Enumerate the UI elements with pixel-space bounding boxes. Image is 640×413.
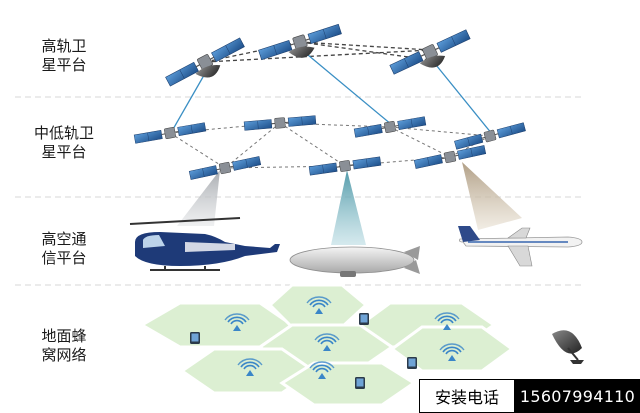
geo-satellite-icon	[165, 37, 245, 87]
airship-icon	[289, 246, 420, 277]
phone-icon	[190, 332, 200, 344]
leo-satellite-icon	[243, 115, 317, 131]
contact-phone: 15607994110	[515, 379, 640, 413]
layer-label-leo: 中低轨卫星平台	[33, 124, 94, 161]
leo-satellite-icon	[353, 116, 427, 138]
contact-label: 安装电话	[419, 379, 515, 413]
layer-label-geo: 高轨卫星平台	[41, 37, 87, 74]
coverage-beams	[177, 162, 522, 245]
geo-satellite-icon	[258, 23, 342, 61]
phone-icon	[359, 313, 369, 325]
cellular-grid	[139, 283, 515, 407]
leo-satellite-icon	[188, 156, 262, 180]
helicopter-icon	[129, 217, 280, 271]
leo-satellite-icon	[454, 122, 526, 150]
satellite-group	[133, 23, 526, 180]
leo-satellite-icon	[133, 122, 207, 144]
phone-icon	[407, 357, 417, 369]
layer-label-hap: 高空通信平台	[41, 230, 87, 267]
geo-satellite-icon	[389, 29, 471, 75]
ground-dish-icon	[552, 330, 584, 364]
airplane-icon	[458, 226, 583, 267]
leo-satellite-icon	[413, 145, 487, 169]
geo-to-leo-links	[171, 49, 493, 135]
leo-satellite-icon	[308, 156, 382, 176]
phone-icon	[355, 377, 365, 389]
layer-label-ground: 地面蜂窝网络	[41, 327, 87, 364]
contact-banner: 安装电话 15607994110	[419, 379, 640, 413]
